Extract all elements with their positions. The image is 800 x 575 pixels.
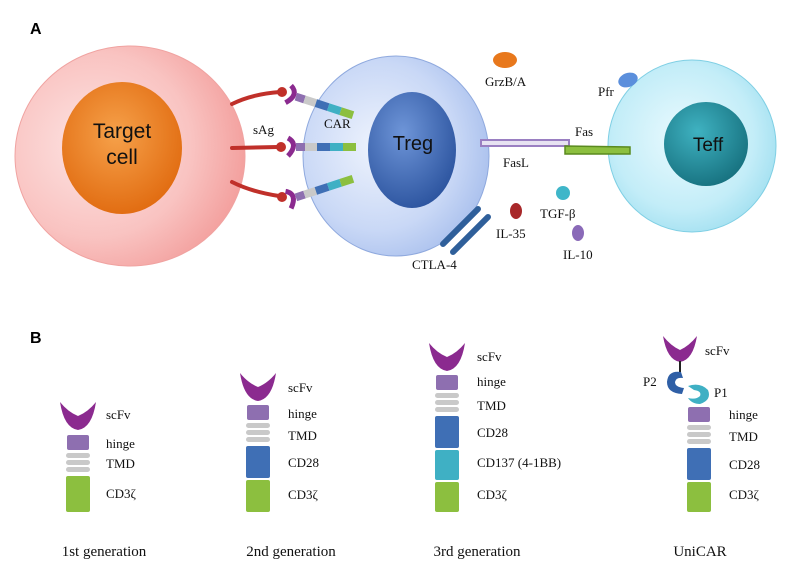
construct-title: 3rd generation — [433, 544, 521, 560]
sag-pin — [230, 142, 286, 152]
sag-label: sAg — [253, 122, 274, 137]
tmd-domain — [435, 400, 459, 405]
tgfb-molecule — [556, 186, 570, 200]
il35-label: IL-35 — [496, 226, 526, 241]
car-receptor — [286, 135, 356, 158]
label-cd28: CD28 — [288, 455, 319, 470]
target-cell-label-line1: Target — [93, 120, 152, 143]
teff-cell: Teff — [607, 59, 777, 233]
cd28-domain — [435, 416, 459, 448]
fasl-ligand — [480, 139, 570, 147]
target-cell-label-line2: cell — [106, 146, 138, 169]
label-tmd: TMD — [106, 456, 135, 471]
tmd-domain — [687, 439, 711, 444]
cd3z-domain — [435, 482, 459, 512]
p2-domain — [667, 371, 684, 394]
label-tmd: TMD — [729, 429, 758, 444]
treg-nucleus — [368, 92, 456, 208]
tmd-domain — [687, 432, 711, 437]
target-nucleus — [62, 82, 182, 214]
tmd-domain — [246, 430, 270, 435]
cd137-domain — [435, 450, 459, 480]
label-hinge: hinge — [729, 407, 758, 422]
tmd-domain — [66, 453, 90, 458]
car-receptor — [284, 175, 355, 210]
grzb-molecule — [493, 52, 517, 68]
label-hinge: hinge — [288, 406, 317, 421]
tmd-domain — [246, 437, 270, 442]
label-cd28: CD28 — [477, 425, 508, 440]
pfr-label: Pfr — [598, 84, 615, 99]
label-tmd: TMD — [477, 398, 506, 413]
ctla4-label: CTLA-4 — [412, 257, 457, 272]
p1-domain — [688, 384, 709, 404]
label-hinge: hinge — [477, 374, 506, 389]
teff-cell-label: Teff — [693, 135, 724, 156]
cd28-domain — [246, 446, 270, 478]
construct-title: 2nd generation — [246, 544, 336, 560]
label-scfv: scFv — [288, 380, 313, 395]
scfv-domain — [240, 373, 276, 401]
treg-cell: Treg — [302, 55, 490, 257]
tmd-domain — [246, 423, 270, 428]
hinge-domain — [247, 405, 269, 420]
panel-a-letter: A — [30, 21, 42, 38]
construct-unicar: scFv P2 P1 hinge TMD CD28 CD3ζ UniCAR — [643, 336, 760, 560]
cd3z-domain — [66, 476, 90, 512]
car-label: CAR — [324, 116, 351, 131]
scfv-domain — [663, 336, 697, 362]
hinge-domain — [688, 407, 710, 422]
label-scfv: scFv — [106, 407, 131, 422]
car-receptor — [284, 83, 355, 119]
tgfb-label: TGF-β — [540, 206, 576, 221]
scfv-domain — [429, 343, 465, 371]
panel-b-letter: B — [30, 330, 42, 347]
construct-3rd-generation: scFv hinge TMD CD28 CD137 (4-1BB) CD3ζ 3… — [429, 343, 561, 560]
construct-2nd-generation: scFv hinge TMD CD28 CD3ζ 2nd generation — [240, 373, 336, 560]
cd28-domain — [687, 448, 711, 480]
target-cell: Target cell — [14, 45, 246, 267]
label-scfv: scFv — [477, 349, 502, 364]
label-scfv: scFv — [705, 343, 730, 358]
grzb-label: GrzB/A — [485, 74, 527, 89]
cd3z-domain — [687, 482, 711, 512]
tmd-domain — [66, 460, 90, 465]
pfr-molecule — [618, 72, 638, 88]
il35-molecule — [510, 203, 522, 219]
tmd-domain — [687, 425, 711, 430]
label-cd3z: CD3ζ — [729, 487, 760, 502]
label-hinge: hinge — [106, 436, 135, 451]
label-cd28: CD28 — [729, 457, 760, 472]
surface-antigens — [230, 87, 287, 202]
fas-label: Fas — [575, 124, 593, 139]
label-cd3z: CD3ζ — [477, 487, 508, 502]
treg-cell-label: Treg — [393, 133, 433, 155]
label-p1: P1 — [714, 385, 728, 400]
label-cd3z: CD3ζ — [106, 486, 137, 501]
label-tmd: TMD — [288, 428, 317, 443]
construct-1st-generation: scFv hinge TMD CD3ζ 1st generation — [60, 402, 147, 560]
cd3z-domain — [246, 480, 270, 512]
tmd-domain — [435, 407, 459, 412]
label-cd137: CD137 (4-1BB) — [477, 455, 561, 470]
label-p2: P2 — [643, 374, 657, 389]
label-cd3z: CD3ζ — [288, 487, 319, 502]
il10-label: IL-10 — [563, 247, 593, 262]
construct-title: UniCAR — [673, 544, 726, 560]
car-receptors — [284, 83, 356, 210]
tmd-domain — [435, 393, 459, 398]
hinge-domain — [436, 375, 458, 390]
sag-pin — [230, 180, 287, 202]
il10-molecule — [572, 225, 584, 241]
scfv-domain — [60, 402, 96, 430]
ctla4-receptor — [440, 206, 491, 255]
fasl-label: FasL — [503, 155, 529, 170]
teff-nucleus — [664, 102, 748, 186]
construct-title: 1st generation — [62, 544, 147, 560]
hinge-domain — [67, 435, 89, 450]
fas-receptor — [564, 145, 631, 155]
sag-pin — [230, 87, 287, 106]
tmd-domain — [66, 467, 90, 472]
